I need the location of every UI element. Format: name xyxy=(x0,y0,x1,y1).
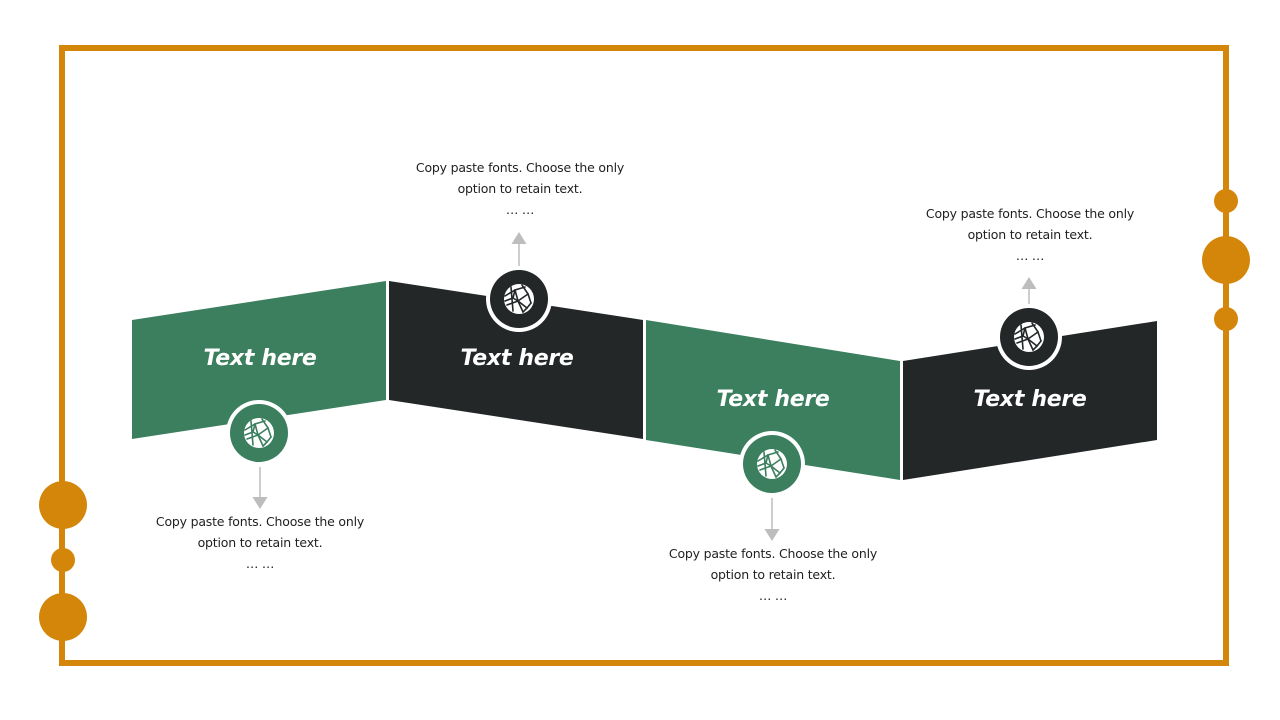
description-line: Copy paste fonts. Choose the only xyxy=(668,546,878,561)
network-globe-icon xyxy=(503,283,535,315)
decor-circle-left-small xyxy=(51,548,75,572)
step-2-label: Text here xyxy=(460,346,574,371)
description-line: option to retain text. xyxy=(457,181,583,196)
description-line: option to retain text. xyxy=(710,567,836,582)
step-3-segment xyxy=(646,320,900,480)
step-4-label: Text here xyxy=(973,387,1087,412)
step-4-icon-badge xyxy=(996,304,1062,370)
description-line: Copy paste fonts. Choose the only xyxy=(155,514,365,529)
step-3-label: Text here xyxy=(716,387,830,412)
network-globe-icon xyxy=(1013,321,1045,353)
step-3-description: Copy paste fonts. Choose the only option… xyxy=(643,543,903,606)
step-4-description: Copy paste fonts. Choose the only option… xyxy=(900,203,1160,266)
slide-frame xyxy=(59,45,1229,666)
decor-circle-right-small-bottom xyxy=(1214,307,1238,331)
step-4-segment xyxy=(903,321,1157,480)
step-2-segment xyxy=(389,281,643,439)
description-ellipsis: … … xyxy=(505,202,535,217)
step-1-segment xyxy=(132,281,386,439)
description-ellipsis: … … xyxy=(758,588,788,603)
decor-circle-left-large-top xyxy=(39,481,87,529)
network-globe-icon xyxy=(243,417,275,449)
description-ellipsis: … … xyxy=(245,556,275,571)
step-2-icon-badge xyxy=(486,266,552,332)
decor-circle-right-small-top xyxy=(1214,189,1238,213)
description-line: Copy paste fonts. Choose the only xyxy=(925,206,1135,221)
step-1-label: Text here xyxy=(203,346,317,371)
description-line: option to retain text. xyxy=(197,535,323,550)
network-globe-icon xyxy=(756,448,788,480)
decor-circle-right-large xyxy=(1202,236,1250,284)
step-1-description: Copy paste fonts. Choose the only option… xyxy=(130,511,390,574)
step-1-icon-badge xyxy=(226,400,292,466)
decor-circle-left-large-bottom xyxy=(39,593,87,641)
description-line: option to retain text. xyxy=(967,227,1093,242)
description-line: Copy paste fonts. Choose the only xyxy=(415,160,625,175)
step-3-icon-badge xyxy=(739,431,805,497)
step-2-description: Copy paste fonts. Choose the only option… xyxy=(390,157,650,220)
description-ellipsis: … … xyxy=(1015,248,1045,263)
